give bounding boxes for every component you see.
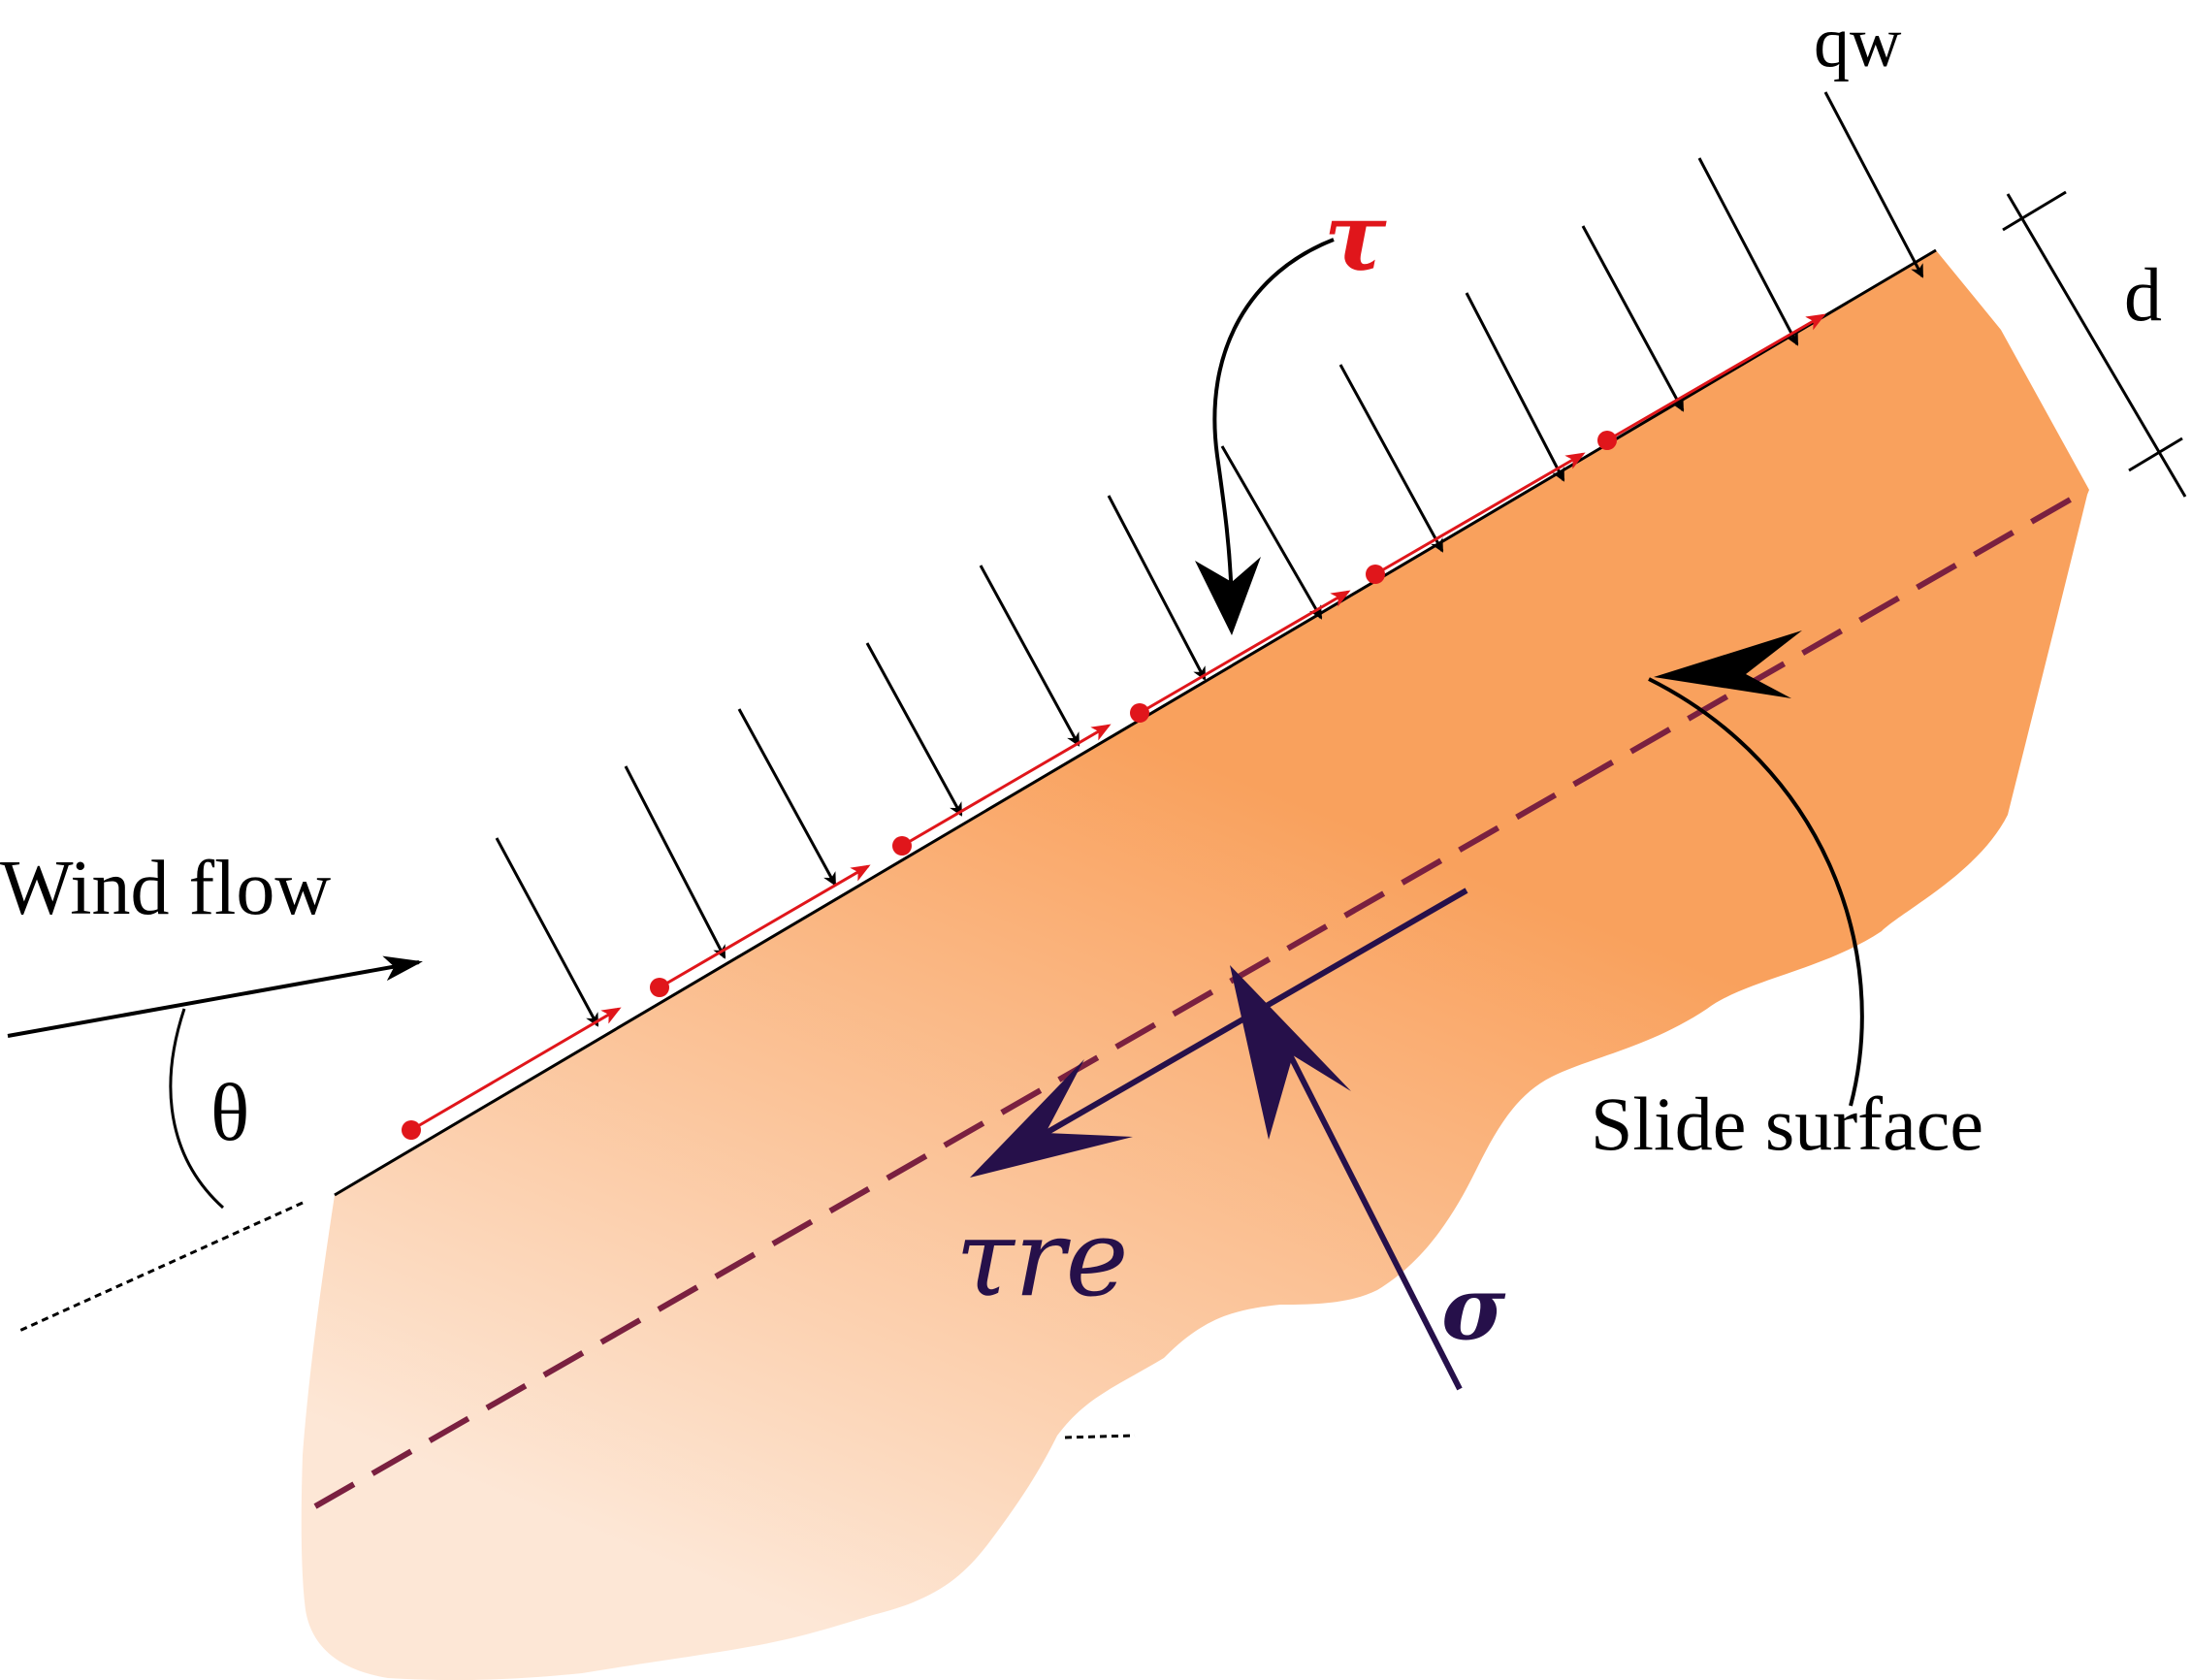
shear-arrows	[410, 313, 1826, 1132]
arrow-up-right-icon	[901, 724, 1112, 848]
arrow-down-right-icon	[1823, 91, 1924, 278]
theta-reference-line	[18, 1201, 304, 1333]
arrow-down-right-icon	[1581, 225, 1685, 412]
arrow-up-right-icon	[1606, 313, 1826, 442]
theta-label: θ	[210, 1068, 249, 1158]
slide-surface-pointer	[1648, 630, 1864, 1107]
arrow-down-right-icon	[979, 565, 1080, 747]
arrow-down-right-icon	[1465, 292, 1565, 482]
sigma-label: σ	[1441, 1257, 1506, 1360]
arrow-up-right-icon	[410, 1007, 622, 1132]
slope-surface-line	[334, 248, 1937, 1197]
arrow-down-right-icon	[865, 642, 963, 817]
arrow-down-right-icon	[1220, 445, 1323, 620]
soil-body	[301, 250, 2089, 1680]
arrow-down-right-icon	[1697, 157, 1799, 346]
arrow-up-right-icon	[1139, 590, 1351, 715]
normal-stress-arrow	[1230, 965, 1463, 1391]
arrow-down-right-icon	[1107, 495, 1207, 681]
resisting-shear-arrow	[970, 888, 1468, 1178]
thickness-dimension	[2002, 190, 2187, 498]
slide-surface-label: Slide surface	[1591, 1082, 1983, 1166]
arrow-down-right-icon	[1338, 364, 1444, 553]
arrow-down-right-icon	[495, 837, 599, 1027]
arrow-up-right-icon	[1374, 452, 1586, 576]
tau-pointer	[1195, 238, 1335, 635]
arrow-down-right-icon	[624, 765, 726, 959]
tau-re-label: τre	[955, 1196, 1129, 1320]
dotted-segment	[1064, 1434, 1136, 1439]
arrow-down-right-icon	[737, 708, 837, 887]
wind-flow-arrow	[7, 955, 423, 1038]
qw-label: qw	[1814, 3, 1902, 82]
shear-arrow-origins	[402, 431, 1617, 1140]
d-label: d	[2124, 252, 2162, 337]
tau-label: τ	[1324, 182, 1387, 292]
wind-flow-label: Wind flow	[0, 846, 331, 931]
slide-surface-line	[313, 487, 2089, 1509]
pressure-arrows	[495, 91, 1924, 1027]
theta-arc	[169, 1008, 225, 1210]
arrow-up-right-icon	[659, 864, 871, 989]
